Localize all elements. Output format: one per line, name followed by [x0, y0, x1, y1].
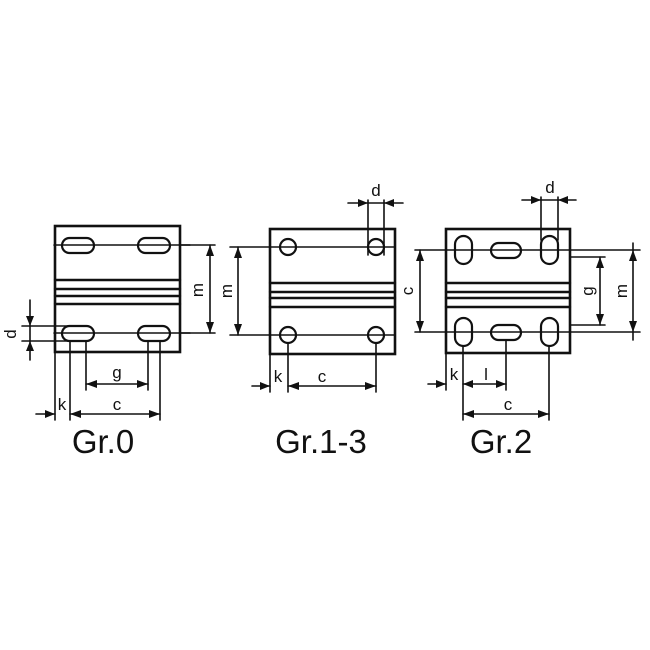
gr2-dim-c-side: c [398, 286, 417, 295]
gr0-dim-c: c [113, 395, 122, 414]
gr13-hinge: m d k c Gr.1-3 [217, 181, 404, 460]
gr2-hinge: c g m d k l c Gr.2 [398, 178, 641, 460]
gr2-dim-m: m [612, 284, 631, 298]
gr0-caption: Gr.0 [72, 423, 134, 460]
gr2-dim-g: g [578, 286, 597, 295]
gr0-dim-k: k [58, 395, 67, 414]
gr2-caption: Gr.2 [470, 423, 532, 460]
gr13-dim-k: k [274, 367, 283, 386]
gr2-dim-k: k [450, 365, 459, 384]
gr0-dim-m: m [188, 283, 207, 297]
gr13-dim-m: m [217, 284, 236, 298]
gr2-dim-c: c [504, 395, 513, 414]
gr13-dim-d: d [371, 181, 380, 200]
gr2-dim-d: d [545, 178, 554, 197]
gr0-hinge: m d g k c Gr.0 [1, 224, 216, 460]
gr13-caption: Gr.1-3 [275, 423, 367, 460]
gr0-dim-g: g [112, 363, 121, 382]
gr2-dim-l: l [484, 365, 488, 384]
gr13-dim-c: c [318, 367, 327, 386]
gr0-dim-d: d [1, 329, 20, 338]
